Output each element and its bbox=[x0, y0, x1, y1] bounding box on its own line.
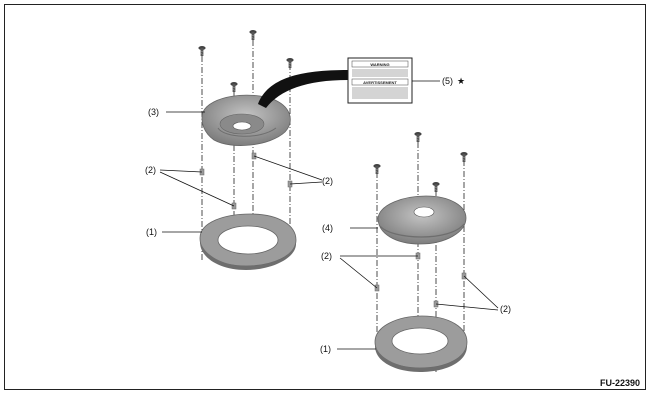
callout-cover-4: (4) bbox=[322, 223, 333, 233]
screw bbox=[249, 29, 257, 41]
warning-label-part-5: WARNING AVERTISSEMENT bbox=[347, 57, 413, 104]
callout-label-5: (5) bbox=[442, 76, 453, 86]
screw bbox=[286, 57, 294, 69]
lower-assembly bbox=[373, 131, 468, 372]
callout-clip-2: (2) bbox=[145, 165, 156, 175]
ring-part-1-lower bbox=[374, 315, 468, 372]
callout-ring-1: (1) bbox=[320, 344, 331, 354]
cover-part-3 bbox=[201, 94, 291, 146]
star-mark-icon: ★ bbox=[457, 76, 465, 86]
callout-ring-1: (1) bbox=[146, 227, 157, 237]
callout-clip-2: (2) bbox=[322, 176, 333, 186]
callout-cover-3: (3) bbox=[148, 107, 159, 117]
figure-frame bbox=[4, 4, 646, 390]
screw bbox=[460, 151, 468, 163]
figure-code: FU-22390 bbox=[600, 378, 640, 388]
leader-lines bbox=[159, 80, 499, 350]
warning-label-line2: AVERTISSEMENT bbox=[363, 80, 397, 85]
label-callout-pointer bbox=[258, 70, 348, 108]
callout-clip-2: (2) bbox=[321, 251, 332, 261]
screw bbox=[198, 45, 206, 57]
upper-assembly bbox=[198, 29, 348, 270]
screw bbox=[414, 131, 422, 143]
screw bbox=[230, 81, 238, 93]
warning-label-line1: WARNING bbox=[370, 62, 389, 67]
ring-part-1-upper bbox=[199, 213, 297, 270]
callout-clip-2: (2) bbox=[500, 304, 511, 314]
screw bbox=[432, 181, 440, 193]
screw bbox=[373, 163, 381, 175]
cover-part-4 bbox=[377, 195, 467, 245]
